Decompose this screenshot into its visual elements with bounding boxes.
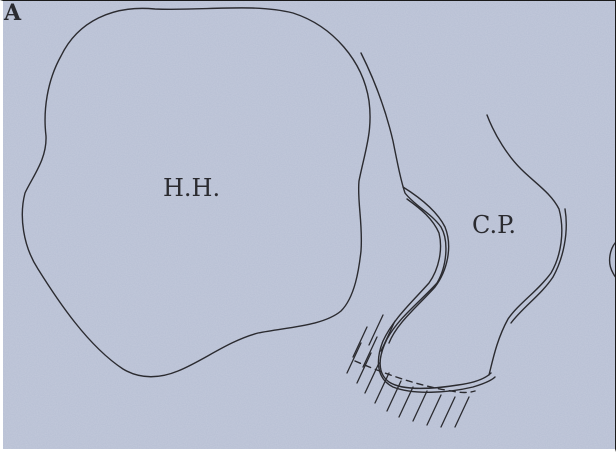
panel-letter: A — [3, 1, 22, 26]
label-coracoid-process: C.P. — [472, 211, 516, 239]
label-humeral-head: H.H. — [163, 174, 220, 202]
anatomical-diagram: A H.H. C.P. — [3, 1, 616, 452]
background-texture — [3, 1, 616, 452]
